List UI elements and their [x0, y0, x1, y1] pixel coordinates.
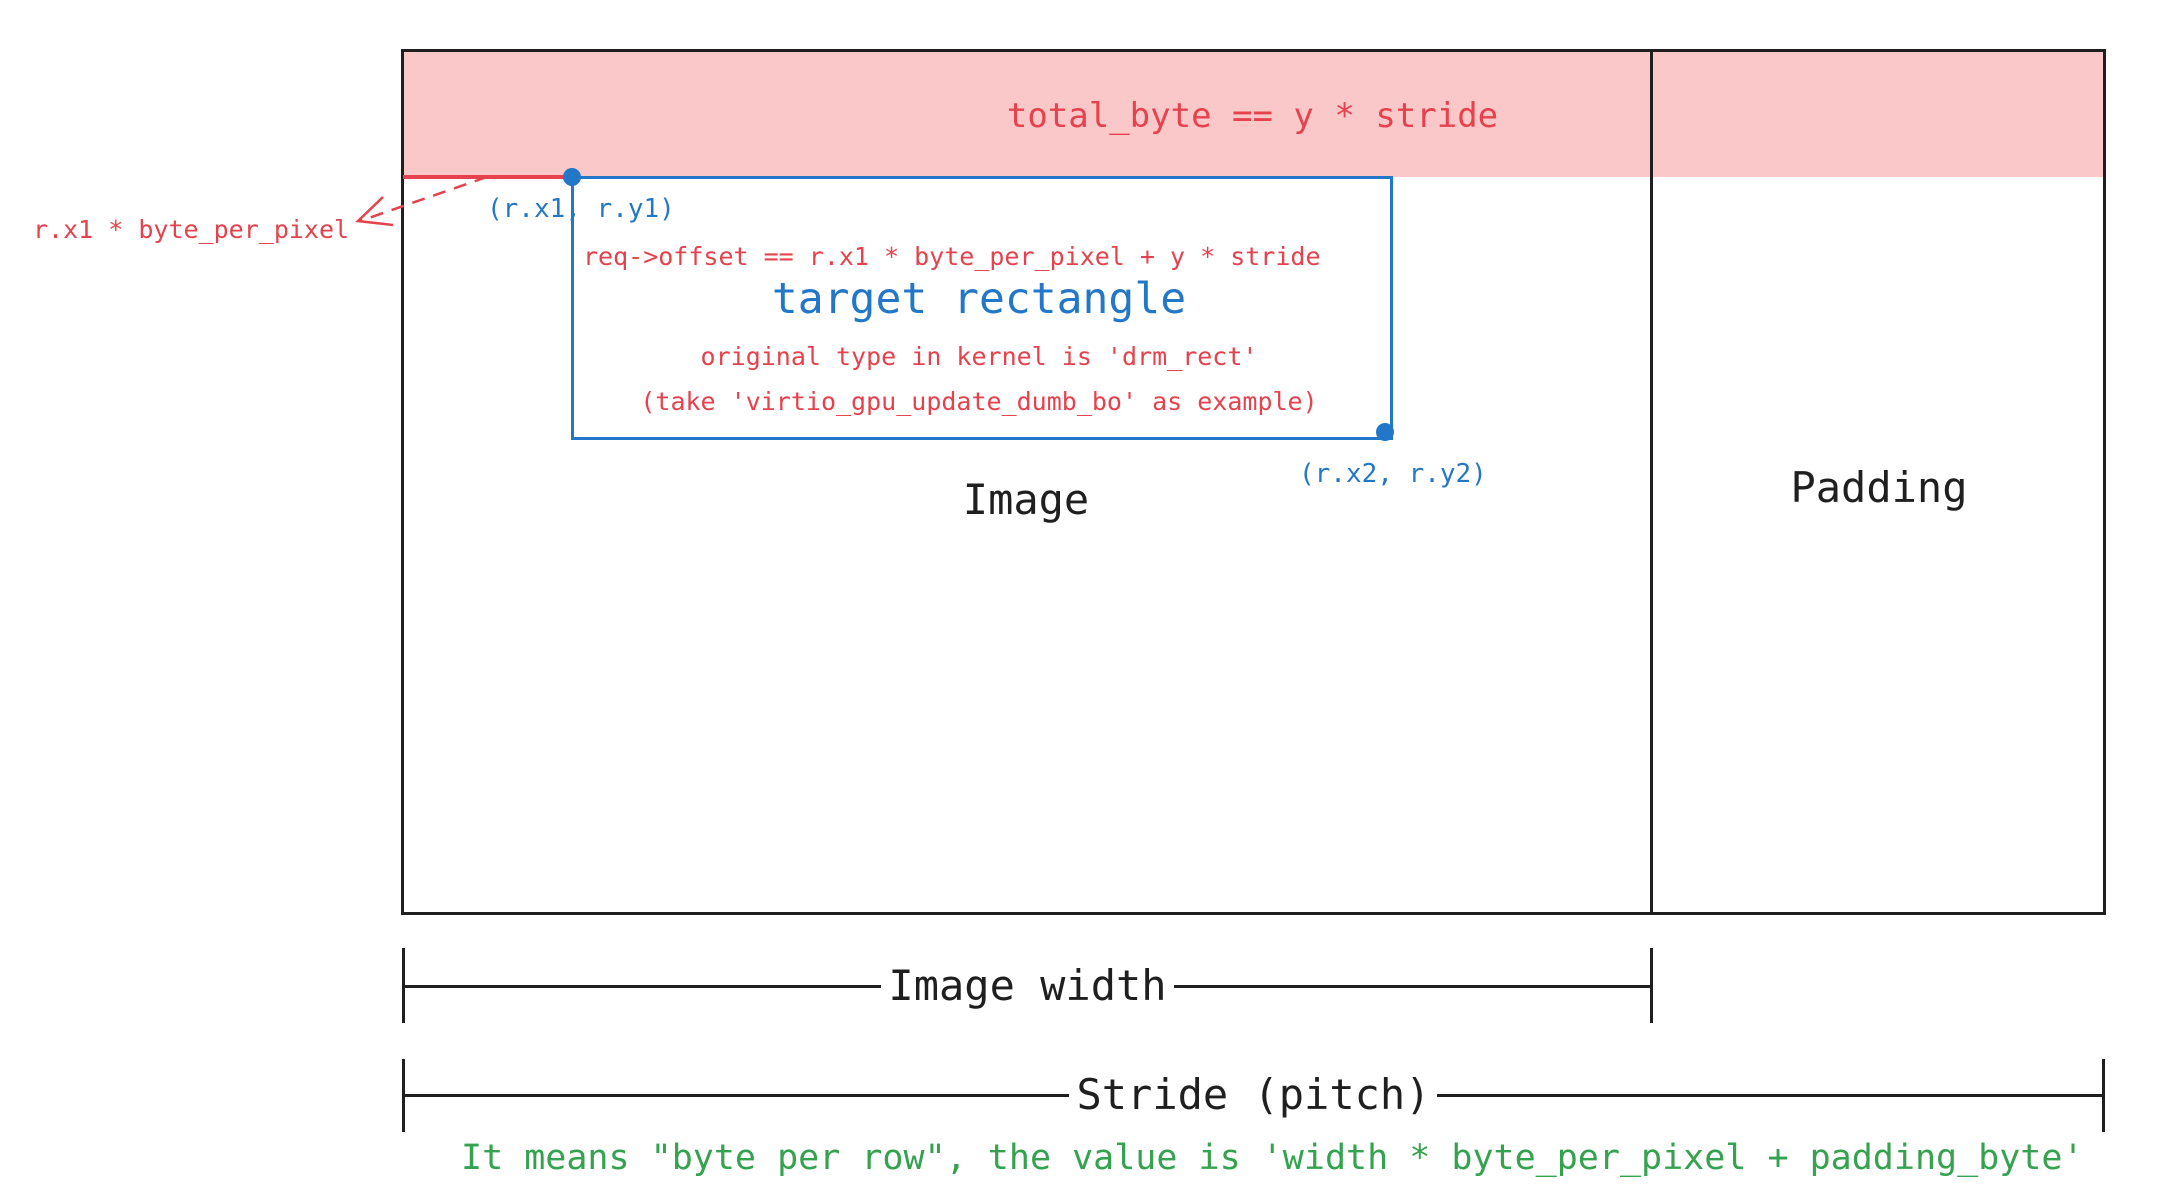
padding-column-label: Padding	[1790, 463, 1968, 512]
byte-offset-annotation: r.x1 * byte_per_pixel	[33, 215, 350, 244]
corner-dot-top-left	[563, 168, 581, 186]
stride-line-right	[1437, 1093, 2104, 1097]
image-padding-divider	[1650, 51, 1653, 912]
corner-dot-bottom-right	[1376, 423, 1394, 441]
stride-label: Stride (pitch)	[1076, 1070, 1431, 1119]
image-width-line-left	[403, 984, 881, 988]
stride-caption: It means "byte per row", the value is 'w…	[461, 1138, 2084, 1178]
req-offset-formula: req->offset == r.x1 * byte_per_pixel + y…	[583, 242, 1321, 271]
total-byte-formula: total_byte == y * stride	[1006, 96, 1499, 136]
target-rectangle-note-1: original type in kernel is 'drm_rect'	[700, 342, 1258, 371]
image-column-label: Image	[962, 475, 1090, 524]
buffer-rect	[400, 48, 2106, 915]
corner-label-bottom-right: (r.x2, r.y2)	[1299, 459, 1487, 489]
image-width-label: Image width	[888, 961, 1167, 1010]
target-rectangle-title: target rectangle	[771, 274, 1187, 324]
target-rectangle	[570, 175, 1393, 440]
corner-label-top-left: (r.x1, r.y1)	[487, 194, 675, 224]
row-offset-line	[403, 175, 572, 179]
target-rectangle-note-2: (take 'virtio_gpu_update_dumb_bo' as exa…	[640, 387, 1318, 416]
scanned-rows-band	[403, 51, 2103, 177]
stride-line-left	[403, 1093, 1069, 1097]
image-width-line-right	[1174, 984, 1652, 988]
annotation-arrowhead	[355, 196, 394, 227]
